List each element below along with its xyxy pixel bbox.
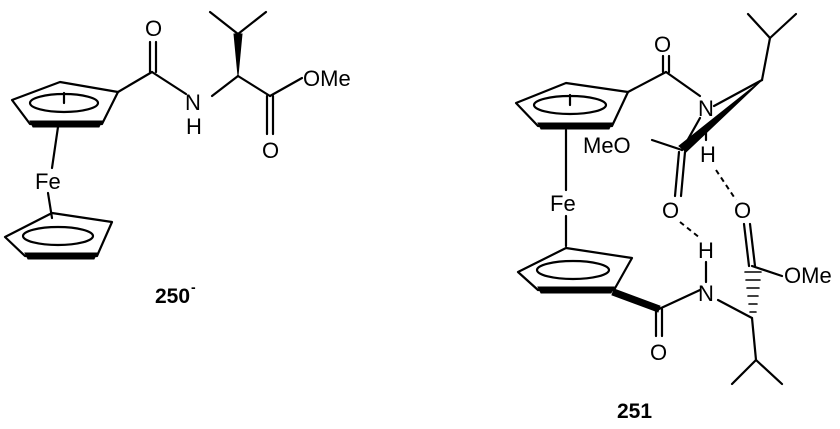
iron-atom-251: Fe bbox=[550, 191, 576, 216]
lower-carbonyl-oxygen-251: O bbox=[650, 340, 667, 365]
compound-251: Fe O N bbox=[514, 12, 832, 423]
compound-250: Fe O N H O OMe bbox=[3, 10, 351, 308]
hashed-wedge-lower bbox=[744, 271, 762, 313]
cp-ring-lower-251 bbox=[516, 246, 634, 294]
hbond-oxygen-left-251: O bbox=[662, 198, 679, 223]
amide-chain-250 bbox=[116, 10, 304, 136]
amide-hydrogen-250: H bbox=[186, 114, 202, 139]
iron-atom-250: Fe bbox=[35, 169, 61, 194]
upper-amide-nitrogen-251: N bbox=[698, 96, 714, 121]
amide-nitrogen-250: N bbox=[185, 90, 201, 115]
ester-carbonyl-oxygen-250: O bbox=[262, 138, 279, 163]
compound-label-250: 250 bbox=[155, 285, 190, 308]
carbonyl-oxygen-250: O bbox=[145, 16, 162, 41]
cp-ring-upper-250 bbox=[10, 80, 120, 128]
hbond-oxygen-right-251: O bbox=[734, 198, 751, 223]
hydrogen-bond-lower bbox=[679, 221, 701, 239]
lower-residue-251 bbox=[611, 222, 784, 386]
upper-residue-251 bbox=[626, 12, 798, 198]
upper-carbonyl-oxygen-251: O bbox=[654, 32, 671, 57]
lower-amide-nitrogen-251: N bbox=[698, 281, 714, 306]
upper-amide-hydrogen-251: H bbox=[700, 142, 716, 167]
hydrogen-bond-upper bbox=[715, 169, 737, 201]
cp-ring-upper-251 bbox=[514, 81, 630, 130]
lower-methoxy-251: OMe bbox=[784, 263, 832, 288]
upper-methoxy-251: MeO bbox=[583, 133, 631, 158]
compound-label-251: 251 bbox=[617, 400, 652, 423]
methoxy-group-250: OMe bbox=[303, 66, 351, 91]
compound-charge-250: - bbox=[191, 279, 196, 295]
cp-ring-lower-250 bbox=[3, 211, 114, 260]
lower-amide-hydrogen-251: H bbox=[698, 238, 714, 263]
